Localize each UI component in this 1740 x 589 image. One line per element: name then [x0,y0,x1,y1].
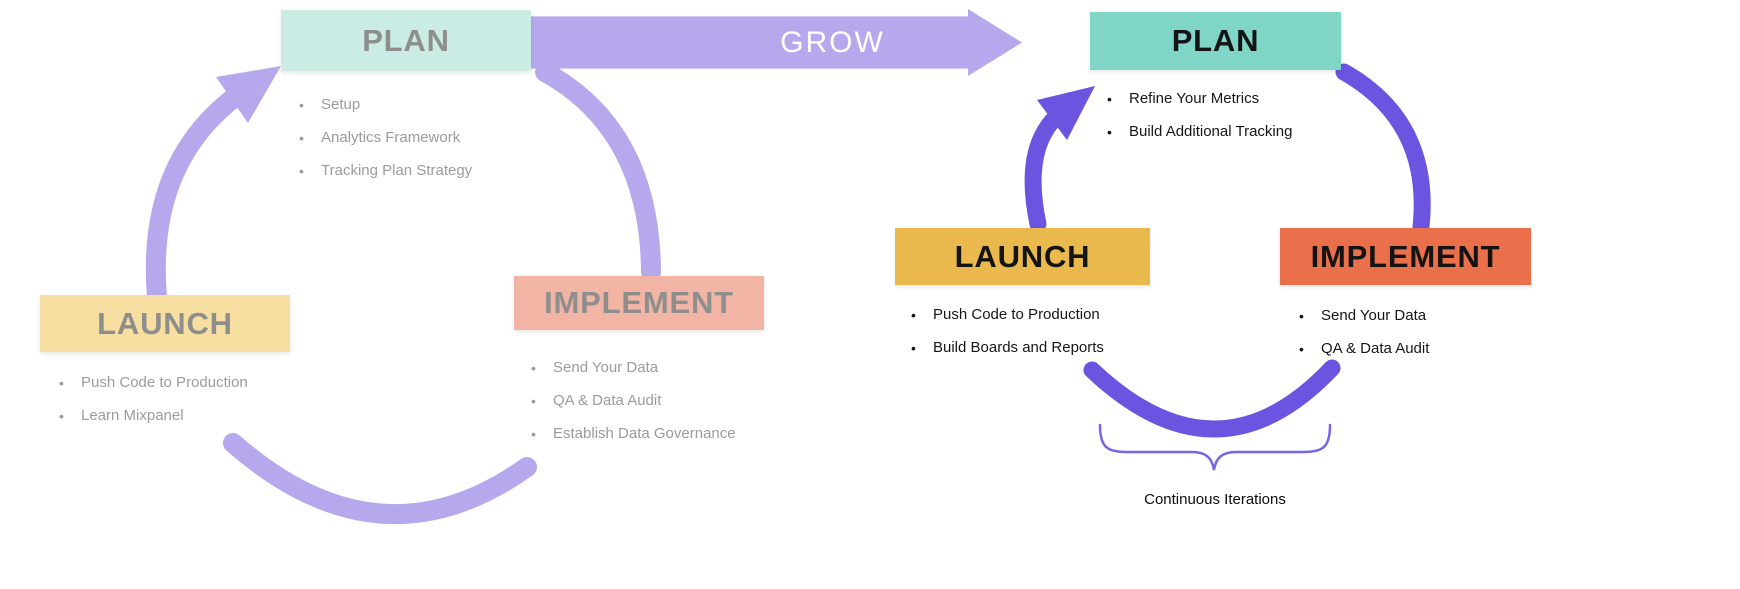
bullet-icon: • [1107,124,1112,140]
left-launch-box: LAUNCH [40,295,290,352]
bullet-icon: • [531,393,536,409]
bullet-icon: • [531,426,536,442]
left-implement-title: IMPLEMENT [544,285,734,320]
list-item: • QA & Data Audit [531,391,736,411]
bullet-icon: • [59,408,64,424]
list-item: • QA & Data Audit [1299,339,1429,359]
right-plan-box: PLAN [1090,12,1341,70]
right-implement-bullets: • Send Your Data • QA & Data Audit [1299,306,1429,372]
bullet-icon: • [1299,308,1304,324]
bullet-text: QA & Data Audit [553,392,662,409]
left-implement-bullets: • Send Your Data • QA & Data Audit • Est… [531,358,736,457]
list-item: • Learn Mixpanel [59,406,248,426]
bullet-text: Build Additional Tracking [1129,123,1293,140]
left-launch-title: LAUNCH [97,305,233,341]
right-arc-bottom [1083,359,1341,438]
bullet-text: Setup [321,96,361,113]
right-arc-launch-to-plan [1024,106,1067,233]
list-item: • Send Your Data [531,358,736,378]
list-item: • Push Code to Production [911,305,1104,325]
left-implement-box: IMPLEMENT [514,276,764,330]
right-launch-box: LAUNCH [895,228,1150,285]
left-arc-plan-to-implement [535,62,661,282]
right-implement-title: IMPLEMENT [1310,238,1501,274]
bullet-icon: • [1299,341,1304,357]
left-plan-title: PLAN [362,22,450,58]
bullet-text: Refine Your Metrics [1129,90,1260,107]
continuous-iterations-caption: Continuous Iterations [1144,491,1286,508]
left-launch-bullets: • Push Code to Production • Learn Mixpan… [59,373,248,439]
bullet-text: Tracking Plan Strategy [321,162,473,179]
list-item: • Send Your Data [1299,306,1429,326]
bullet-text: Establish Data Governance [553,425,736,442]
right-arc-plan-to-implement [1335,63,1431,236]
bullet-text: Send Your Data [553,359,659,376]
bullet-icon: • [531,360,536,376]
list-item: • Push Code to Production [59,373,248,393]
bullet-text: QA & Data Audit [1321,340,1430,357]
left-arc-bottom [223,433,537,524]
bullet-text: Push Code to Production [81,374,248,391]
left-plan-bullets: • Setup • Analytics Framework • Tracking… [299,95,472,194]
right-launch-bullets: • Push Code to Production • Build Boards… [911,305,1104,371]
bullet-text: Learn Mixpanel [81,407,184,424]
bullet-icon: • [911,307,916,323]
right-launch-title: LAUNCH [954,238,1091,274]
bullet-text: Push Code to Production [933,306,1100,323]
bullet-icon: • [299,97,304,113]
bullet-icon: • [59,375,64,391]
bullet-text: Analytics Framework [321,129,461,146]
right-arrowhead-icon [1037,86,1095,140]
bullet-icon: • [911,340,916,356]
left-arc-launch-to-plan [145,87,245,307]
bullet-icon: • [1107,91,1112,107]
bullet-text: Build Boards and Reports [933,339,1104,356]
list-item: • Analytics Framework [299,128,472,148]
list-item: • Tracking Plan Strategy [299,161,472,181]
list-item: • Build Boards and Reports [911,338,1104,358]
left-arrowhead-icon [216,66,281,123]
bullet-icon: • [299,163,304,179]
grow-arrow: GROW [531,9,1022,76]
bullet-text: Send Your Data [1321,307,1427,324]
continuous-iterations-brace-icon [1098,423,1332,471]
right-implement-box: IMPLEMENT [1280,228,1531,285]
list-item: • Refine Your Metrics [1107,89,1292,109]
list-item: • Build Additional Tracking [1107,122,1292,142]
bullet-icon: • [299,130,304,146]
grow-label: GROW [780,25,885,59]
list-item: • Setup [299,95,472,115]
right-plan-title: PLAN [1171,23,1260,58]
left-plan-box: PLAN [281,10,531,71]
list-item: • Establish Data Governance [531,424,736,444]
right-plan-bullets: • Refine Your Metrics • Build Additional… [1107,89,1292,155]
